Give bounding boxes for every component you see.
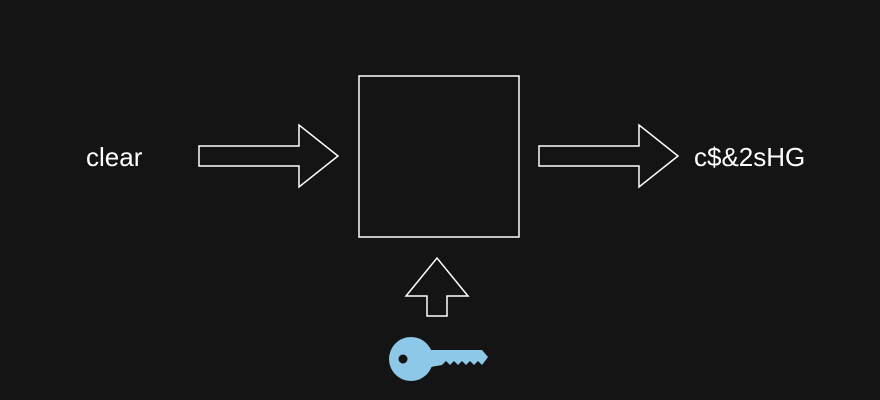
cipher-box	[358, 75, 520, 238]
key-arrow	[404, 256, 470, 317]
output-arrow	[538, 123, 680, 189]
ciphertext-label: c$&2sHG	[694, 142, 806, 172]
key-icon	[389, 337, 488, 381]
plaintext-label: clear	[86, 142, 143, 172]
input-arrow	[198, 123, 340, 189]
